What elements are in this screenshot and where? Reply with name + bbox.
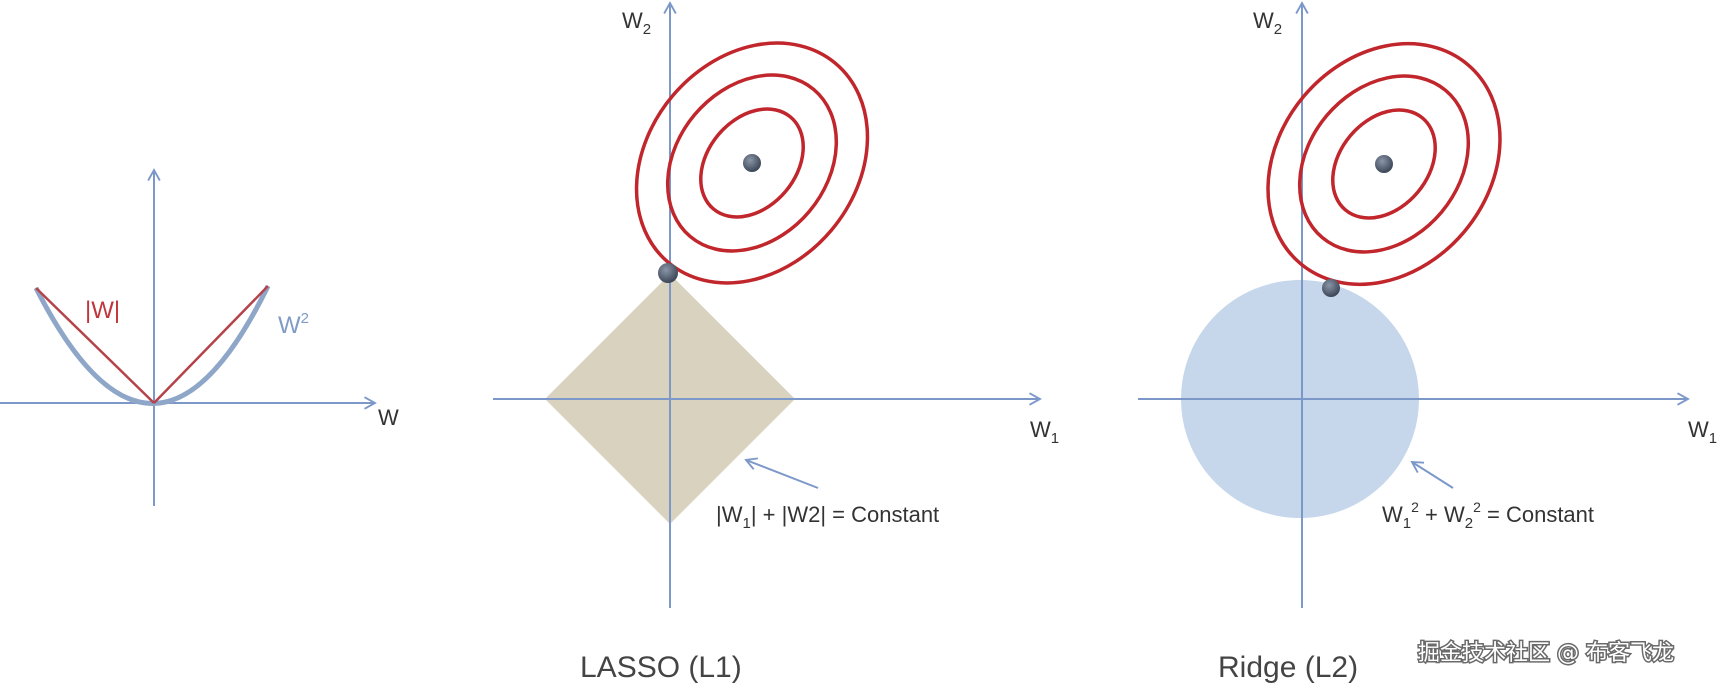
ridge-panel: W2 W1 W12 + W22 = Constant Ridge (L2) [1138, 1, 1717, 684]
ridge-formula-w1: W [1382, 502, 1403, 527]
abs-line-right [153, 285, 269, 404]
abs-line-left [35, 287, 155, 404]
ridge-formula-plus: + W [1419, 502, 1465, 527]
square-label: W2 [278, 310, 309, 339]
ridge-x-label-base: W [1688, 417, 1709, 442]
ridge-y-label-sub: 2 [1274, 21, 1282, 38]
ridge-pointer-arrow [1410, 460, 1454, 489]
ridge-formula-const: = Constant [1481, 502, 1594, 527]
lasso-contour-middle [665, 73, 839, 253]
ridge-caption: Ridge (L2) [1218, 651, 1358, 684]
left-panel: |W| W2 W [0, 168, 399, 506]
lasso-formula-part2: | + |W2| = Constant [751, 502, 939, 527]
ridge-y-axis-label: W2 [1253, 8, 1282, 38]
lasso-x-label-base: W [1030, 417, 1051, 442]
ridge-contour-outer [1266, 41, 1502, 287]
ridge-optimum-point [1375, 155, 1393, 173]
lasso-solution-point [658, 263, 678, 283]
square-label-sup: 2 [301, 310, 309, 327]
ridge-formula: W12 + W22 = Constant [1382, 499, 1594, 532]
lasso-optimum-point [743, 154, 761, 172]
lasso-y-axis-label: W2 [622, 8, 651, 38]
ridge-formula-sup1: 2 [1411, 499, 1419, 515]
left-x-axis-label: W [378, 405, 399, 430]
lasso-x-label-sub: 1 [1051, 430, 1059, 447]
lasso-x-axis-label: W1 [1030, 417, 1059, 447]
ridge-solution-point [1322, 279, 1340, 297]
lasso-y-label-sub: 2 [643, 21, 651, 38]
lasso-contour-inner [699, 107, 805, 219]
square-label-base: W [278, 312, 301, 339]
square-curve [33, 284, 271, 406]
abs-label: |W| [85, 297, 120, 324]
ridge-formula-sup2: 2 [1473, 499, 1481, 515]
ridge-x-axis-label: W1 [1688, 417, 1717, 447]
lasso-pointer-arrow [744, 457, 819, 489]
ridge-formula-sub1: 1 [1403, 515, 1411, 532]
ridge-formula-sub2: 2 [1465, 515, 1473, 532]
ridge-contour-inner [1331, 108, 1437, 220]
ridge-x-label-sub: 1 [1709, 430, 1717, 447]
watermark: 掘金技术社区 @ 布客飞龙 [1418, 641, 1674, 666]
ridge-contour-middle [1297, 74, 1471, 254]
lasso-y-label-base: W [622, 8, 643, 33]
lasso-panel: W2 W1 |W1| + |W2| = Constant LASSO (L1) [493, 1, 1059, 684]
lasso-caption: LASSO (L1) [580, 651, 742, 684]
lasso-formula-part1: |W [716, 502, 743, 527]
lasso-formula-sub1: 1 [742, 515, 750, 532]
ridge-y-label-base: W [1253, 8, 1274, 33]
lasso-contour-outer [634, 41, 870, 285]
lasso-formula: |W1| + |W2| = Constant [716, 502, 939, 532]
